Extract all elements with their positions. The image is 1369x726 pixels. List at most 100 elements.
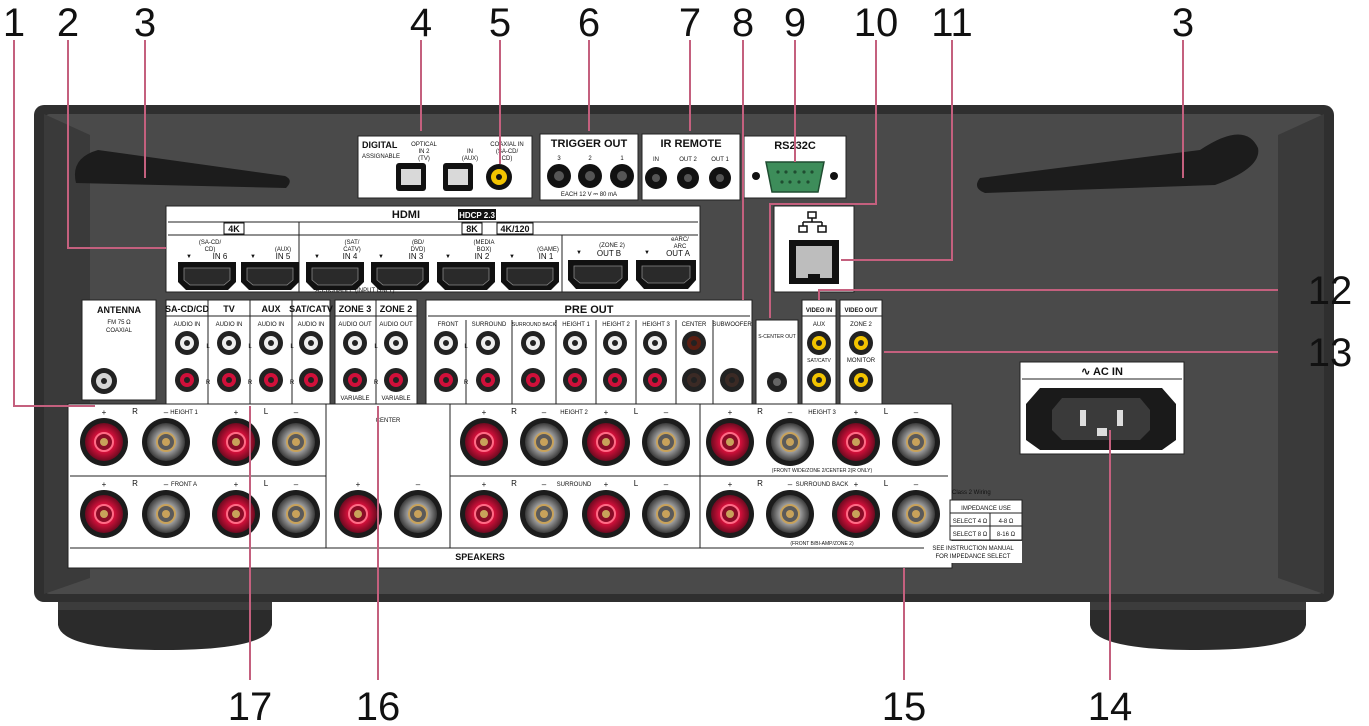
terminal-polarity-label: +	[102, 480, 107, 489]
svg-text:IN 3: IN 3	[409, 252, 424, 261]
svg-text:SELECT 4 Ω: SELECT 4 Ω	[953, 519, 988, 525]
svg-text:AUDIO IN: AUDIO IN	[258, 322, 285, 328]
speaker-terminal-center-plus[interactable]	[334, 490, 382, 538]
svg-text:2: 2	[588, 156, 592, 162]
svg-text:(AUX): (AUX)	[462, 156, 478, 162]
speaker-terminal-height1-r-plus[interactable]	[80, 418, 128, 466]
svg-text:(GAME): (GAME)	[537, 247, 559, 253]
speaker-terminal-surround-l-minus[interactable]	[642, 490, 690, 538]
trigger-out-title: TRIGGER OUT	[551, 138, 628, 150]
terminal-polarity-label: +	[482, 480, 487, 489]
svg-text:IN 1: IN 1	[539, 252, 554, 261]
svg-text:AUDIO IN: AUDIO IN	[298, 322, 325, 328]
speaker-terminal-surround-back-l-minus[interactable]	[892, 490, 940, 538]
svg-text:OUT B: OUT B	[597, 249, 621, 258]
terminal-polarity-label: +	[102, 408, 107, 417]
speakers-title: SPEAKERS	[455, 552, 505, 562]
svg-text:R: R	[464, 380, 469, 386]
speaker-terminal-height2-r-plus[interactable]	[460, 418, 508, 466]
speaker-terminal-front-a-r-minus[interactable]	[142, 490, 190, 538]
svg-text:▼: ▼	[378, 254, 384, 260]
speaker-terminal-front-a-l-plus[interactable]	[212, 490, 260, 538]
channel-side-label: R	[511, 407, 517, 416]
svg-text:▼: ▼	[314, 254, 320, 260]
svg-text:▼: ▼	[576, 250, 582, 256]
channel-side-label: R	[132, 479, 138, 488]
svg-text:SELECT 8 Ω: SELECT 8 Ω	[953, 532, 988, 538]
speaker-terminal-front-a-l-minus[interactable]	[272, 490, 320, 538]
svg-text:ZONE 3: ZONE 3	[339, 304, 372, 314]
svg-text:IN: IN	[467, 149, 473, 155]
svg-text:COAXIAL: COAXIAL	[106, 328, 133, 334]
svg-text:1: 1	[620, 156, 624, 162]
channel-side-label: L	[884, 479, 889, 488]
rs232c-port[interactable]	[765, 161, 825, 193]
callout-7: 7	[679, 1, 701, 45]
svg-text:FRONT A: FRONT A	[171, 482, 197, 488]
svg-text:R: R	[248, 380, 253, 386]
hdmi-out-a: eARC/ ARC ▼ OUT A	[636, 237, 696, 289]
speaker-terminal-center-minus[interactable]	[394, 490, 442, 538]
svg-text:SURROUND BACK: SURROUND BACK	[796, 482, 849, 488]
svg-text:SEE INSTRUCTION MANUAL: SEE INSTRUCTION MANUAL	[932, 546, 1014, 552]
terminal-polarity-label: +	[604, 480, 609, 489]
terminal-polarity-label: +	[482, 408, 487, 417]
pre-out-jacks	[434, 331, 744, 392]
svg-text:EACH 12 V ⎓ 80 mA: EACH 12 V ⎓ 80 mA	[561, 192, 617, 198]
speaker-terminal-height1-r-minus[interactable]	[142, 418, 190, 466]
hdmi-port-group: (SA-CD/ CD) ▼ IN 6 (AUX) ▼ IN 5 (SAT/ CA…	[178, 237, 696, 290]
speaker-terminal-height2-l-minus[interactable]	[642, 418, 690, 466]
hdmi-out-b: (ZONE 2) ▼ OUT B	[568, 243, 628, 289]
svg-text:CENTER: CENTER	[682, 322, 707, 328]
terminal-polarity-label: –	[788, 408, 793, 417]
speaker-terminal-surround-r-plus[interactable]	[460, 490, 508, 538]
svg-text:HEIGHT 1: HEIGHT 1	[562, 322, 590, 328]
svg-text:OUT A: OUT A	[666, 249, 691, 258]
svg-text:OPTICAL: OPTICAL	[411, 142, 437, 148]
svg-text:L: L	[248, 344, 252, 350]
speaker-terminal-height3-l-plus[interactable]	[832, 418, 880, 466]
speaker-terminal-surround-l-plus[interactable]	[582, 490, 630, 538]
terminal-polarity-label: –	[542, 408, 547, 417]
speaker-terminal-surround-back-r-minus[interactable]	[766, 490, 814, 538]
speaker-terminal-height1-l-minus[interactable]	[272, 418, 320, 466]
svg-text:(BD/: (BD/	[412, 240, 424, 246]
terminal-polarity-label: +	[728, 408, 733, 417]
trigger-out-panel: TRIGGER OUT 3 2 1 EACH 12 V ⎓ 80 mA	[539, 133, 639, 201]
svg-text:HEIGHT 1: HEIGHT 1	[170, 410, 198, 416]
speaker-terminal-height3-r-plus[interactable]	[706, 418, 754, 466]
svg-text:HEIGHT 3: HEIGHT 3	[808, 410, 836, 416]
svg-text:HEIGHT 2: HEIGHT 2	[602, 322, 630, 328]
speaker-terminal-surround-back-l-plus[interactable]	[832, 490, 880, 538]
callout-5: 5	[489, 1, 511, 45]
svg-text:FM 75 Ω: FM 75 Ω	[107, 320, 131, 326]
callout-2: 2	[57, 1, 79, 45]
wireless-antenna-right	[976, 134, 1259, 193]
terminal-polarity-label: –	[164, 480, 169, 489]
speaker-terminal-surround-r-minus[interactable]	[520, 490, 568, 538]
speaker-terminal-height3-l-minus[interactable]	[892, 418, 940, 466]
channel-side-label: L	[264, 407, 269, 416]
terminal-polarity-label: +	[604, 408, 609, 417]
svg-text:8-16 Ω: 8-16 Ω	[997, 532, 1016, 538]
svg-text:(TV): (TV)	[418, 156, 430, 162]
svg-text:▼: ▼	[644, 250, 650, 256]
svg-text:IN 4: IN 4	[343, 252, 358, 261]
svg-text:ASSIGNABLE (INPUT ONLY): ASSIGNABLE (INPUT ONLY)	[315, 288, 394, 294]
terminal-polarity-label: –	[914, 408, 919, 417]
svg-text:eARC/: eARC/	[671, 237, 689, 243]
svg-text:4K/120: 4K/120	[500, 224, 529, 234]
speaker-terminal-height1-l-plus[interactable]	[212, 418, 260, 466]
svg-text:4-8 Ω: 4-8 Ω	[999, 519, 1014, 525]
speaker-terminal-front-a-r-plus[interactable]	[80, 490, 128, 538]
speakers-panel: SPEAKERS HEIGHT 1 FRONT A CENTER HEIGHT …	[67, 403, 953, 569]
ac-in-title: ∿ AC IN	[1081, 366, 1123, 378]
speaker-terminal-height3-r-minus[interactable]	[766, 418, 814, 466]
svg-text:L: L	[290, 344, 294, 350]
svg-text:AUX: AUX	[813, 322, 825, 328]
speaker-terminal-height2-r-minus[interactable]	[520, 418, 568, 466]
speaker-terminal-height2-l-plus[interactable]	[582, 418, 630, 466]
speaker-terminal-surround-back-r-plus[interactable]	[706, 490, 754, 538]
callout-6: 6	[578, 1, 600, 45]
